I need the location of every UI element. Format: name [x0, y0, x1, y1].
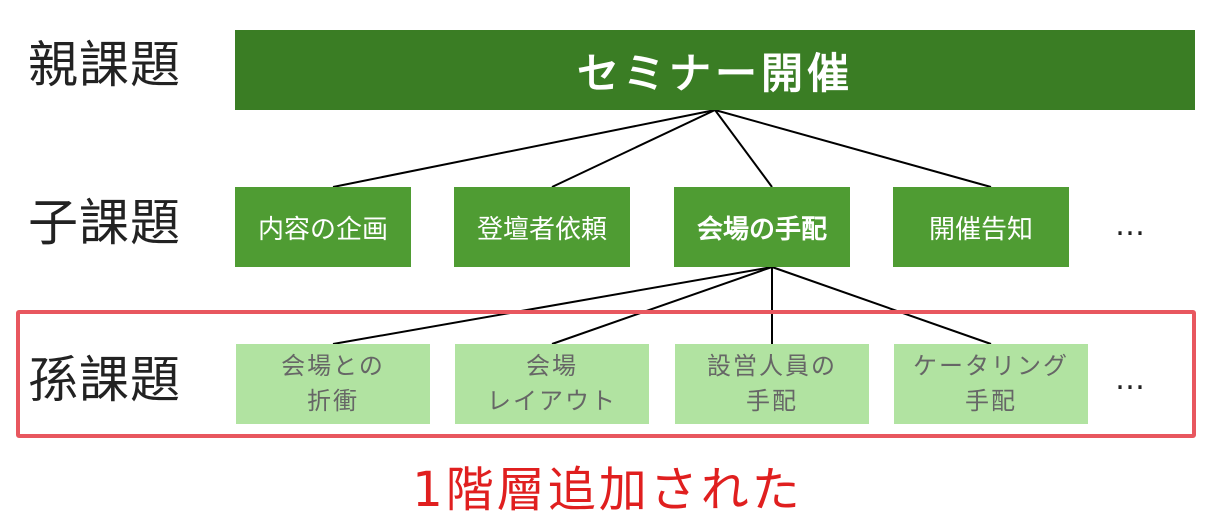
row-label-parent: 親課題 — [28, 36, 181, 94]
connector-child-grand-1 — [332, 266, 773, 345]
connector-child-grand-4 — [771, 266, 992, 345]
child-task-4: 開催告知 — [893, 187, 1069, 267]
grandchild-task-2: 会場 レイアウト — [455, 344, 649, 424]
grandchild-task-1: 会場との 折衝 — [236, 344, 430, 424]
connector-child-grand-2 — [551, 266, 773, 345]
row-label-grandchild: 孫課題 — [28, 351, 181, 409]
child-task-1: 内容の企画 — [235, 187, 411, 267]
connector-parent-child-4 — [714, 109, 992, 188]
grandchild-ellipsis: … — [1115, 362, 1147, 397]
child-task-3: 会場の手配 — [674, 187, 850, 267]
child-ellipsis: … — [1115, 208, 1147, 243]
grandchild-highlight-frame — [16, 310, 1196, 438]
connector-parent-child-2 — [551, 109, 716, 188]
parent-task-box: セミナー開催 — [235, 30, 1195, 110]
row-label-child: 子課題 — [28, 194, 181, 252]
connector-parent-child-1 — [332, 109, 716, 188]
grandchild-task-3: 設営人員の 手配 — [675, 344, 869, 424]
grandchild-task-4: ケータリング 手配 — [894, 344, 1088, 424]
child-task-2: 登壇者依頼 — [454, 187, 630, 267]
connector-parent-child-3 — [714, 109, 773, 188]
caption-added-level: 1階層追加された — [412, 462, 803, 518]
